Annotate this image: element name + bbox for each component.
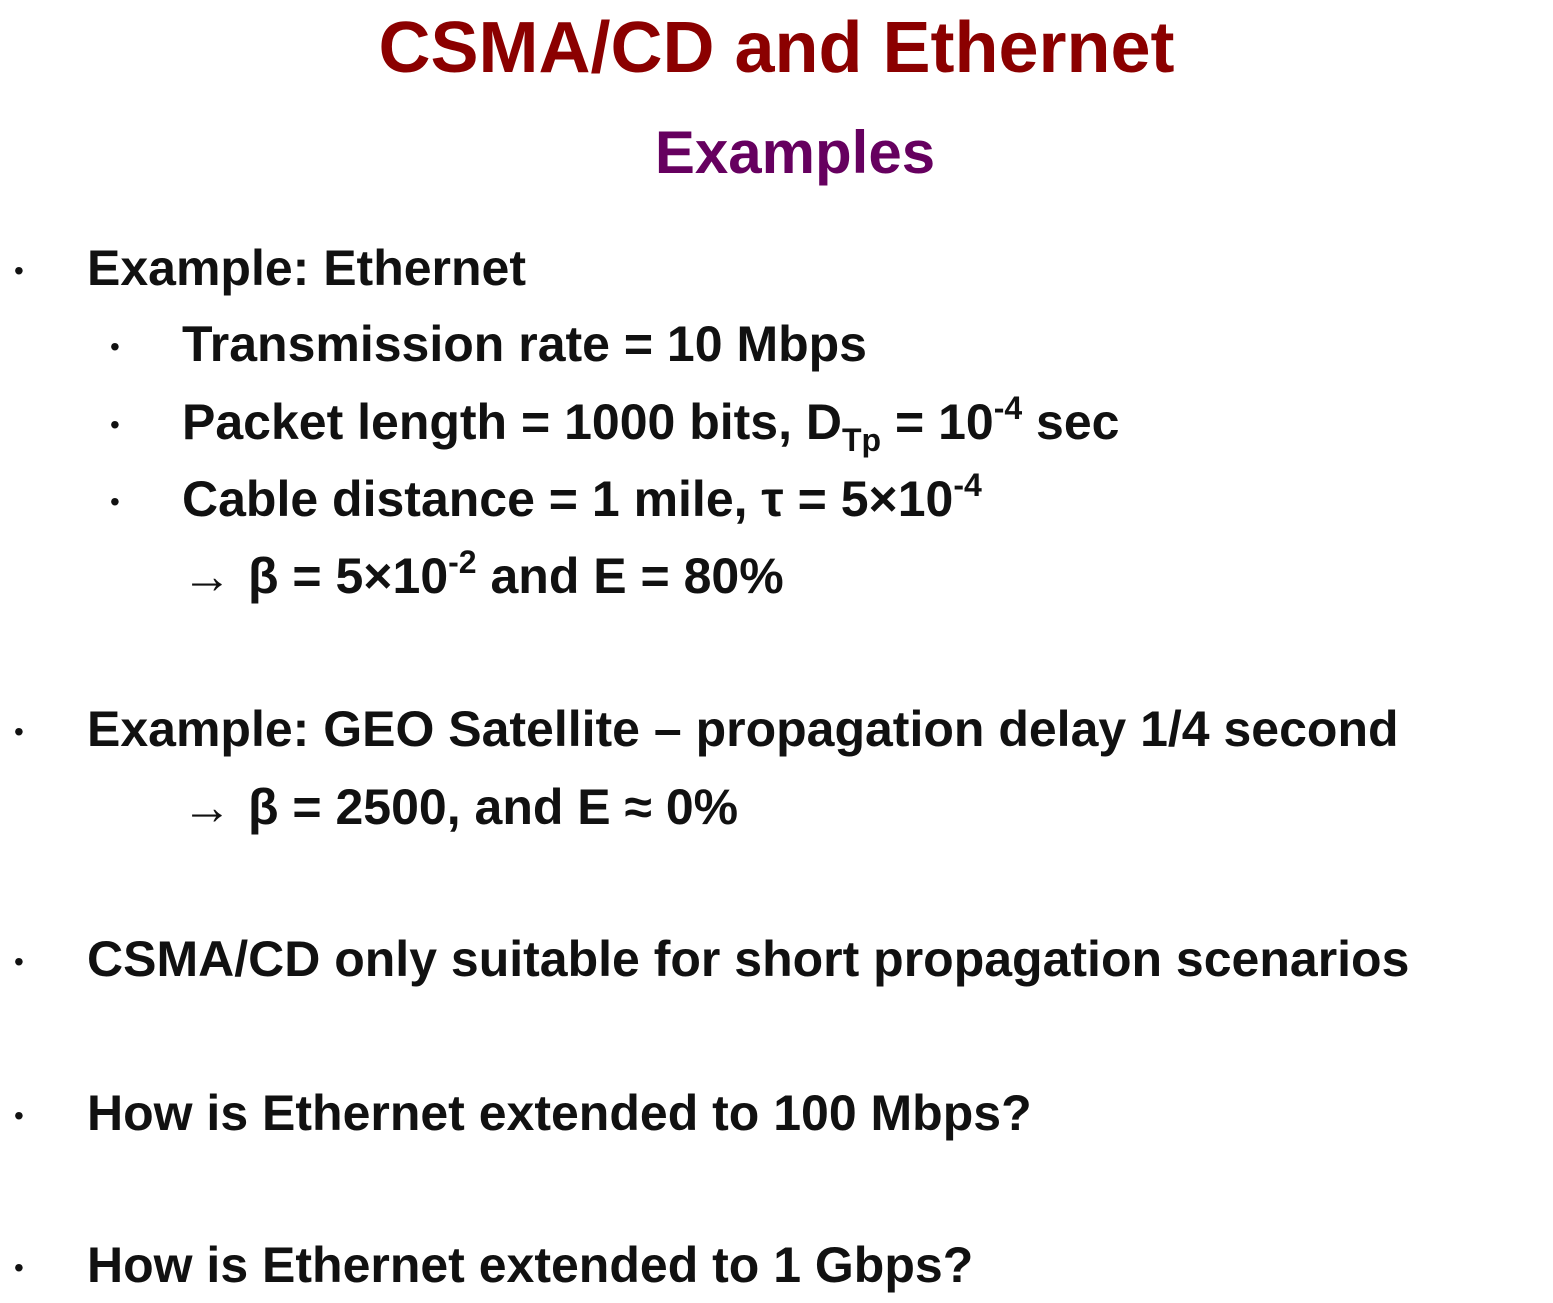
bullet-icon: •	[110, 409, 120, 440]
bullet-icon: •	[14, 716, 24, 747]
bullet-icon: •	[14, 1252, 24, 1283]
slide-title: CSMA/CD and Ethernet	[378, 8, 1175, 88]
cable-distance-line: Cable distance = 1 mile, τ = 5×10-4	[182, 469, 982, 529]
bullet-icon: •	[14, 255, 24, 286]
packet-length-line: Packet length = 1000 bits, DTp = 10-4 se…	[182, 390, 1120, 456]
question-100mbps: How is Ethernet extended to 100 Mbps?	[87, 1085, 1032, 1141]
arrow-right-icon: →	[182, 548, 232, 604]
ethernet-result-line: → β = 5×10-2 and E = 80%	[182, 546, 784, 606]
packet-length-equals: = 10	[881, 394, 994, 450]
bullet-icon: •	[14, 1100, 24, 1131]
ethernet-result-text: β = 5×10	[248, 548, 449, 604]
geo-result-line: → β = 2500, and E ≈ 0%	[182, 777, 738, 837]
slide-subtitle: Examples	[654, 119, 936, 186]
bullet-icon: •	[110, 331, 120, 362]
ethernet-heading: Example: Ethernet	[87, 240, 527, 296]
transmission-rate-line: Transmission rate = 10 Mbps	[182, 316, 867, 372]
geo-heading: Example: GEO Satellite – propagation del…	[87, 701, 1399, 757]
ethernet-result-suffix: and E = 80%	[476, 548, 784, 604]
packet-length-exponent: -4	[993, 390, 1023, 426]
ethernet-result-exponent: -2	[448, 544, 477, 580]
geo-result-text: β = 2500, and E ≈ 0%	[248, 779, 739, 835]
bullet-icon: •	[110, 486, 120, 517]
packet-length-subscript: Tp	[842, 422, 882, 458]
cable-distance-text: Cable distance = 1 mile, τ = 5×10	[182, 471, 954, 527]
packet-length-text: Packet length = 1000 bits, D	[182, 394, 842, 450]
packet-length-unit: sec	[1022, 394, 1120, 450]
bullet-icon: •	[14, 946, 24, 977]
arrow-right-icon: →	[182, 779, 232, 835]
question-1gbps: How is Ethernet extended to 1 Gbps?	[87, 1237, 974, 1293]
cable-distance-exponent: -4	[953, 467, 982, 503]
csma-note: CSMA/CD only suitable for short propagat…	[87, 931, 1410, 987]
